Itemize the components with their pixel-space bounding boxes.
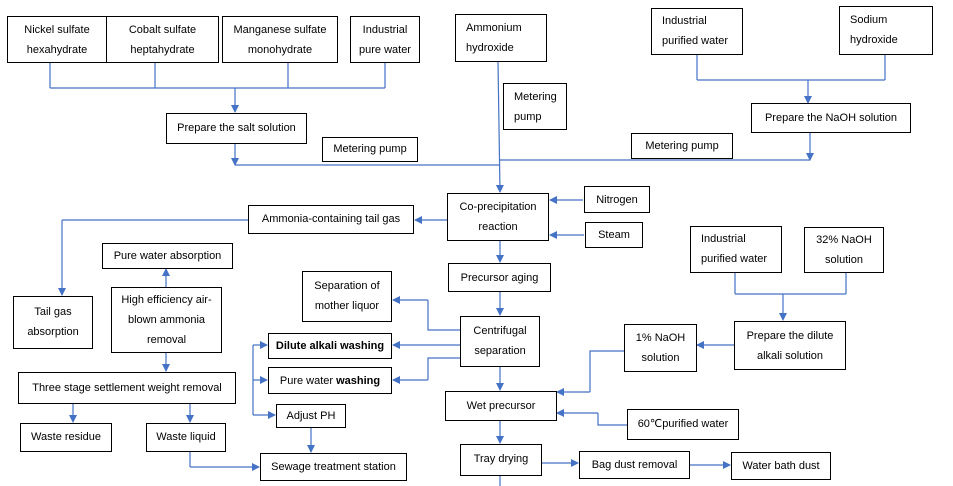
node-prepare-dilute-alkali: Prepare the dilute alkali solution <box>734 321 846 370</box>
arrow-ammonia-to-reactor <box>495 61 504 193</box>
node-naoh-32: 32% NaOH solution <box>804 227 884 273</box>
node-industrial-purified-water-right: Industrial purified water <box>690 226 782 273</box>
node-centrifugal-separation: Centrifugal separation <box>460 316 540 367</box>
node-tray-drying: Tray drying <box>460 444 542 476</box>
node-cobalt-sulfate: Cobalt sulfate heptahydrate <box>106 16 219 63</box>
node-separation-mother-liquor: Separation of mother liquor <box>302 271 392 322</box>
node-dilute-alkali-washing: Dilute alkali washing <box>268 333 392 359</box>
node-precursor-aging: Precursor aging <box>448 263 551 292</box>
node-industrial-purified-water-top: Industrial purified water <box>651 8 743 55</box>
washing-return-line <box>427 357 460 380</box>
node-prepare-naoh-solution: Prepare the NaOH solution <box>751 103 911 133</box>
node-manganese-sulfate: Manganese sulfate monohydrate <box>222 16 338 63</box>
node-waste-residue: Waste residue <box>20 423 112 452</box>
node-three-stage-settlement: Three stage settlement weight removal <box>18 372 236 404</box>
node-sodium-hydroxide: Sodium hydroxide <box>839 6 933 55</box>
node-nickel-sulfate: Nickel sulfate hexahydrate <box>7 16 107 63</box>
node-tail-gas-absorption: Tail gas absorption <box>13 296 93 349</box>
node-adjust-ph: Adjust PH <box>276 404 346 428</box>
pure-water-washing-text: Pure water <box>279 375 337 387</box>
raw-materials-merge-line <box>49 63 386 89</box>
node-coprecipitation-reaction: Co-precipitation reaction <box>447 193 549 241</box>
node-metering-pump-right: Metering pump <box>631 133 733 159</box>
node-high-efficiency-removal: High efficiency air- blown ammonia remov… <box>111 287 222 353</box>
naoh-raw-merge-line <box>696 55 886 81</box>
dilute-raw-merge-line <box>734 272 847 295</box>
pure-water-washing-bold-text: washing <box>336 375 381 387</box>
node-ammonia-tail-gas: Ammonia-containing tail gas <box>248 205 414 234</box>
node-purified-water-60c: 60℃purified water <box>627 409 739 440</box>
node-metering-pump-left: Metering pump <box>322 137 418 162</box>
naoh-1pct-to-wet <box>589 350 624 392</box>
centrifuge-to-mother-liquor <box>427 300 460 331</box>
node-pure-water-absorption: Pure water absorption <box>102 243 233 269</box>
node-water-bath-dust: Water bath dust <box>731 452 831 480</box>
node-nitrogen: Nitrogen <box>584 186 650 213</box>
node-metering-pump-vertical: Metering pump <box>503 83 567 130</box>
purified-60c-to-wet <box>597 413 627 426</box>
node-bag-dust-removal: Bag dust removal <box>579 451 690 479</box>
connector-paths <box>49 55 886 486</box>
node-waste-liquid: Waste liquid <box>146 423 226 452</box>
node-ammonium-hydroxide: Ammonium hydroxide <box>455 14 547 62</box>
node-pure-water-washing: Pure water washing <box>268 367 392 394</box>
node-industrial-pure-water: Industrial pure water <box>350 16 420 63</box>
node-naoh-1: 1% NaOH solution <box>624 324 697 372</box>
node-prepare-salt-solution: Prepare the salt solution <box>166 113 307 144</box>
node-sewage-treatment-station: Sewage treatment station <box>260 453 407 481</box>
node-steam: Steam <box>585 222 643 248</box>
node-wet-precursor: Wet precursor <box>445 391 557 421</box>
